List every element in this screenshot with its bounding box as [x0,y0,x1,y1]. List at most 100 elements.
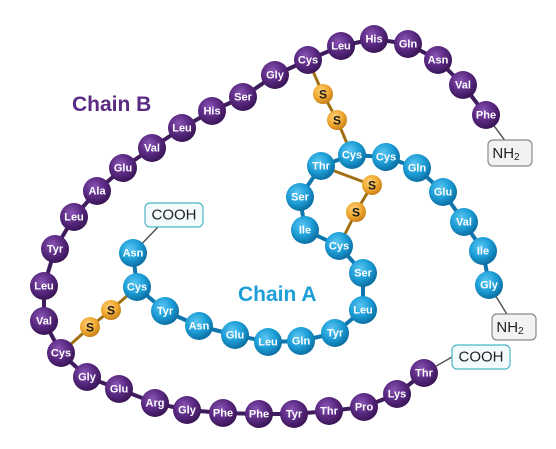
residue-label: Ser [354,268,372,280]
residue-label: Ala [88,186,106,198]
residue-bead [209,399,237,427]
chain-b-residue: His [360,25,388,53]
residue-bead [449,71,477,99]
residue-label: Thr [320,406,338,418]
chain-a-residue: Val [450,208,478,236]
residue-bead [30,272,58,300]
residue-bead [472,101,500,129]
residue-bead [349,296,377,324]
residue-label: Leu [258,337,278,349]
residue-label: Leu [172,123,192,135]
sulfur-atom: S [327,110,347,130]
chain-b-cooh-text: COOH [459,349,504,366]
residue-label: Leu [353,305,373,317]
chain-b-nh2-subscript: 2 [514,152,520,163]
residue-label: Tyr [47,244,64,256]
chain-b-residue: Gly [73,363,101,391]
residue-label: Phe [476,110,496,122]
sulfur-label: S [352,206,360,220]
residue-label: Ser [234,92,252,104]
residue-label: Gly [78,372,97,384]
chain-b-residue: His [198,97,226,125]
residue-label: Glu [114,163,132,175]
chain-b-residues: PheValAsnGlnHisLeuCysGlySerHisLeuValGluA… [30,25,500,428]
residue-bead [138,134,166,162]
residue-label: Phe [213,408,233,420]
residue-bead [372,143,400,171]
chain-b-residue: Leu [60,203,88,231]
chain-a-nh2-text: NH [496,319,518,336]
chain-b-cooh-terminal: COOH [451,344,511,370]
sulfur-atom: S [313,84,333,104]
residue-label: Asn [123,248,144,260]
residue-label: Val [144,143,160,155]
sulfur-atom: S [362,175,382,195]
residue-label: Tyr [157,306,174,318]
residue-label: Gln [408,163,427,175]
sulfur-label: S [333,114,341,128]
sulfur-bead [362,175,382,195]
chain-a-cooh-terminal: COOH [144,202,204,228]
residue-label: Cys [298,55,318,67]
residue-label: Val [36,316,52,328]
chain-a-residue: Glu [221,321,249,349]
residue-bead [254,328,282,356]
residue-bead [315,397,343,425]
sulfur-atom: S [101,300,121,320]
residue-bead [424,46,452,74]
chain-a-residue: Cys [372,143,400,171]
residue-label: Lys [388,389,407,401]
chain-a-residue: Asn [119,239,147,267]
chain-b-residue: Cys [47,339,75,367]
residue-label: Glu [434,187,452,199]
sulfur-label: S [86,321,94,335]
residue-bead [307,152,335,180]
chain-a-nh2-subscript: 2 [518,326,524,337]
residue-label: His [365,34,382,46]
sulfur-bead [327,110,347,130]
chain-b-residue: Gly [173,396,201,424]
chain-b-nh2-terminal: NH2 [487,139,533,167]
residue-label: Phe [249,409,269,421]
residue-bead [403,154,431,182]
residue-label: Asn [189,321,210,333]
chain-a-residue: Thr [307,152,335,180]
residue-bead [105,375,133,403]
chain-b-residue: Glu [109,154,137,182]
svg-text:NH2: NH2 [496,319,524,337]
residue-bead [321,319,349,347]
sulfur-label: S [368,179,376,193]
residue-label: Glu [110,384,128,396]
residue-bead [475,271,503,299]
residue-bead [327,32,355,60]
sulfur-atom: S [346,202,366,222]
chain-a-residue: Leu [349,296,377,324]
chain-b-residue: Pro [350,393,378,421]
residue-label: Val [456,217,472,229]
chain-b-residue: Leu [30,272,58,300]
chain-b-residue: Tyr [280,400,308,428]
chain-b-residue: Glu [105,375,133,403]
chain-a-residue: Leu [254,328,282,356]
chain-a-residue: Tyr [151,297,179,325]
residue-label: Asn [428,55,449,67]
residue-label: Leu [331,41,351,53]
residue-bead [286,183,314,211]
chain-b-residue: Val [30,307,58,335]
chain-b-residue: Arg [141,389,169,417]
chain-a-residue: Ile [291,216,319,244]
residue-bead [394,30,422,58]
chain-a-residue: Ile [469,237,497,265]
chain-b-residue: Thr [315,397,343,425]
residue-label: Arg [146,398,165,410]
sulfur-bead [313,84,333,104]
chain-b-nh2-text: NH [492,145,514,162]
residue-bead [280,400,308,428]
chain-b-residue: Val [449,71,477,99]
sulfur-label: S [107,304,115,318]
residue-label: Val [455,80,471,92]
chain-a-residue: Glu [429,178,457,206]
residue-label: Ser [291,192,309,204]
residue-bead [245,400,273,428]
